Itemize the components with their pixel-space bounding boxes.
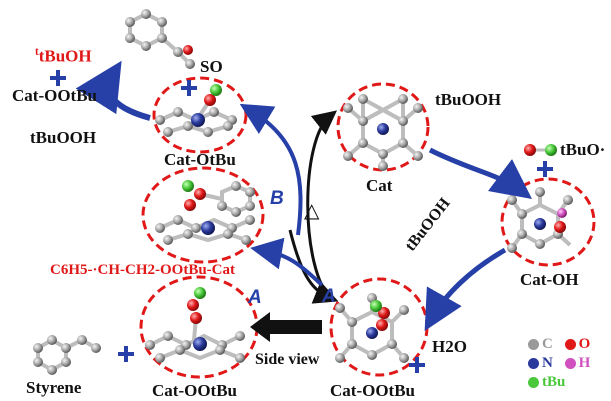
- step-c-label: C: [253, 104, 267, 125]
- cat-o-tbu-atoms: [155, 84, 237, 137]
- arrow-cat-oh-to-cat-oo: [424, 247, 507, 332]
- cat-oo-tbu-top-label: Cat-OOtBu: [12, 86, 97, 105]
- arrow-oo-to-cat-back: [288, 229, 339, 304]
- arrow-cat-to-cat-oh: [428, 147, 533, 199]
- step-a-right-label: A: [322, 286, 336, 307]
- h2o-label: H2O: [432, 337, 467, 356]
- styrene-atoms: [33, 335, 101, 375]
- legend-dot: [528, 358, 539, 370]
- tbuo-radical-label: tBuO·: [560, 140, 606, 159]
- arrow-step-c: [239, 103, 303, 236]
- cat-oh-label: Cat-OH: [520, 270, 579, 289]
- plus-icon: [409, 357, 425, 373]
- legend-label: C: [542, 336, 553, 352]
- cat-o-tbu-label: Cat-OtBu: [164, 150, 236, 169]
- legend-label: N: [542, 355, 553, 371]
- tbuooh-top-right-label: tBuOOH: [435, 90, 502, 109]
- legend-label: H: [578, 355, 591, 371]
- legend-label: O: [578, 336, 591, 352]
- cat-oh-atoms: [507, 187, 573, 253]
- circle-cat: [336, 82, 430, 172]
- legend-dot: [528, 339, 539, 351]
- cat-oo-tbu-center-atoms: [335, 293, 409, 363]
- intermediate-atoms: [155, 180, 255, 245]
- so-label: SO: [200, 57, 223, 76]
- plus-icon: [537, 161, 553, 177]
- plus-icon: [181, 80, 197, 96]
- legend-row: N H: [528, 354, 608, 373]
- cat-oo-tbu-bottom-center-label: Cat-OOtBu: [330, 381, 415, 400]
- side-view-label: Side view: [255, 351, 320, 368]
- cat-oo-tbu-side-atoms: [145, 287, 245, 363]
- arrow-step-a: [250, 237, 324, 287]
- intermediate-label: C6H5-·CH-CH2-OOtBu-Cat: [50, 262, 235, 278]
- styrene-oxide-atoms: [125, 9, 195, 69]
- delta-label: △: [304, 200, 320, 222]
- legend-row: C O: [528, 335, 608, 354]
- tbuoh-text: tBuOH: [38, 46, 92, 66]
- legend-label: tBu: [542, 374, 566, 390]
- atom-legend: C O N H tBu: [528, 335, 608, 392]
- circle-intermediate: [141, 166, 265, 264]
- legend-dot: [528, 377, 539, 389]
- styrene-label: Styrene: [26, 378, 82, 397]
- cat-label: Cat: [366, 176, 393, 195]
- plus-icon: [50, 70, 66, 86]
- side-view-arrow: [250, 312, 322, 342]
- circle-cat-oh: [500, 177, 596, 267]
- tbuoh-label: ttBuOH: [35, 46, 92, 66]
- plus-icon: [118, 346, 134, 362]
- step-a-left-label: A: [248, 287, 262, 308]
- legend-dot: [564, 358, 576, 370]
- legend-dot: [564, 339, 576, 351]
- tbuo-radical-molecule: [524, 144, 557, 156]
- legend-row: tBu: [528, 373, 608, 392]
- cat-atoms: [343, 94, 423, 171]
- tbuooh-left-label: tBuOOH: [30, 128, 97, 147]
- cat-oo-tbu-bottom-left-label: Cat-OOtBu: [152, 381, 237, 400]
- step-b-label: B: [270, 188, 284, 209]
- arrow-top-left-curl: [75, 60, 151, 121]
